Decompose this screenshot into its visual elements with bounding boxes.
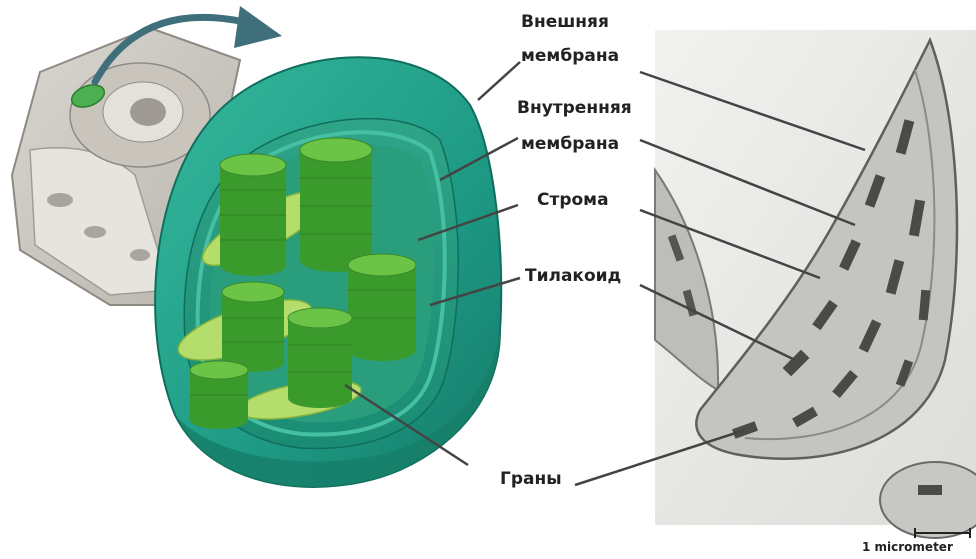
label-grana: Граны (500, 467, 562, 492)
label-thylakoid: Тилакоид (525, 264, 621, 289)
label-outer-membrane-line2: мембрана (521, 44, 619, 69)
label-inner-membrane-line2: мембрана (521, 132, 619, 157)
scale-bar-label: 1 micrometer (862, 540, 953, 554)
leader-outer-membrane-left (478, 62, 520, 100)
label-stroma: Строма (537, 188, 609, 213)
label-outer-membrane-line1: Внешняя (521, 10, 609, 35)
label-inner-membrane-line1: Внутренняя (517, 96, 632, 121)
electron-micrograph (655, 30, 976, 538)
